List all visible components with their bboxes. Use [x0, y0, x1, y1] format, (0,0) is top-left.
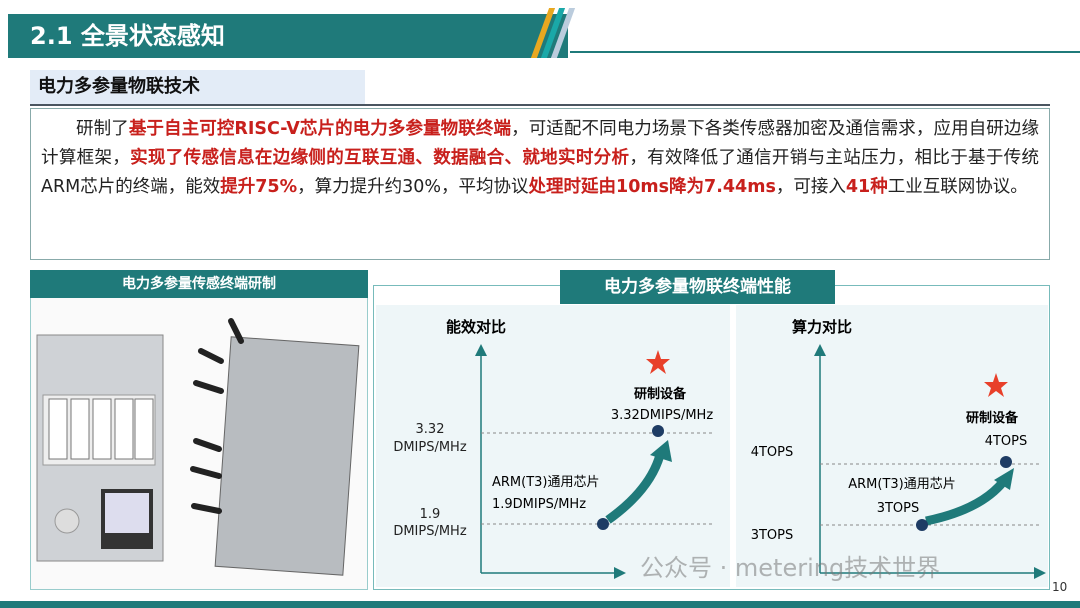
chart2-point-device [1000, 456, 1012, 468]
chart1-title: 能效对比 [446, 318, 506, 336]
chart1-point-name: ARM(T3)通用芯片 [492, 475, 600, 490]
highlight-text: 处理时延由10ms降为7.44ms [528, 177, 776, 197]
star-icon [984, 373, 1008, 397]
chart-bg [736, 305, 1048, 587]
page-title: 2.1 全景状态感知 [8, 14, 568, 58]
chart1-point-label: 1.9DMIPS/MHz [492, 497, 586, 512]
chart2-point-label: 3TOPS [877, 501, 920, 516]
highlight-text: 41种 [845, 177, 888, 197]
right-panel-header: 电力多参量物联终端性能 [560, 270, 835, 304]
page-number: 10 [1052, 580, 1068, 594]
body-text: ，可适配不同电力场景下各类传感器加密及通信需求，应用自研边缘计算框架， [41, 119, 1040, 168]
highlight-text: 提升75% [220, 177, 298, 197]
body-text: 研制了 [76, 119, 129, 139]
chart2-title: 算力对比 [792, 318, 852, 336]
chart2-tick-label: 4TOPS [751, 445, 794, 460]
chart1-growth-arrow [605, 453, 665, 524]
chart1-point-name: 研制设备 [634, 386, 687, 402]
chart2-growth-arrow [925, 479, 1007, 526]
chart1-tick-label: 3.32 [416, 422, 445, 437]
chart1-point-device [652, 425, 664, 437]
chart1-point-label: 3.32DMIPS/MHz [611, 408, 713, 423]
footer-bar [0, 601, 1080, 608]
chart-bg [376, 305, 730, 587]
highlight-text: 基于自主可控RISC-V芯片的电力多参量物联终端 [128, 119, 512, 139]
body-text: 工业互联网协议。 [887, 177, 1028, 197]
body-text: ，有效降低了通信开销与主站压力，相比于基于传统ARM芯片的终端，能效 [41, 148, 1040, 197]
body-text: ，算力提升约30%，平均协议 [297, 177, 529, 197]
watermark: 公众号 · metering技术世界 [640, 554, 941, 582]
chart2-point-label: 4TOPS [985, 434, 1028, 449]
body-text: ，可接入 [775, 177, 846, 197]
chart1-tick-label: DMIPS/MHz [393, 440, 467, 455]
chart1-tick-label: DMIPS/MHz [393, 524, 467, 539]
chart2-point-name: ARM(T3)通用芯片 [848, 477, 956, 492]
title-underline [570, 51, 1080, 53]
highlight-text: 实现了传感信息在边缘侧的互联互通、数据融合、就地实时分析 [130, 148, 630, 168]
star-icon [646, 350, 670, 374]
description-paragraph: 研制了基于自主可控RISC-V芯片的电力多参量物联终端，可适配不同电力场景下各类… [30, 108, 1050, 260]
device-photo [36, 318, 360, 576]
section-subtitle: 电力多参量物联技术 [30, 70, 365, 104]
chart2-point-name: 研制设备 [966, 410, 1019, 426]
chart1-tick-label: 1.9 [420, 507, 441, 522]
chart2-point-arm [916, 519, 928, 531]
chart1-point-arm [597, 518, 609, 530]
divider [30, 104, 1050, 106]
device-photo-panel [30, 270, 368, 590]
left-panel-header: 电力多参量传感终端研制 [30, 270, 368, 298]
chart2-tick-label: 3TOPS [751, 528, 794, 543]
